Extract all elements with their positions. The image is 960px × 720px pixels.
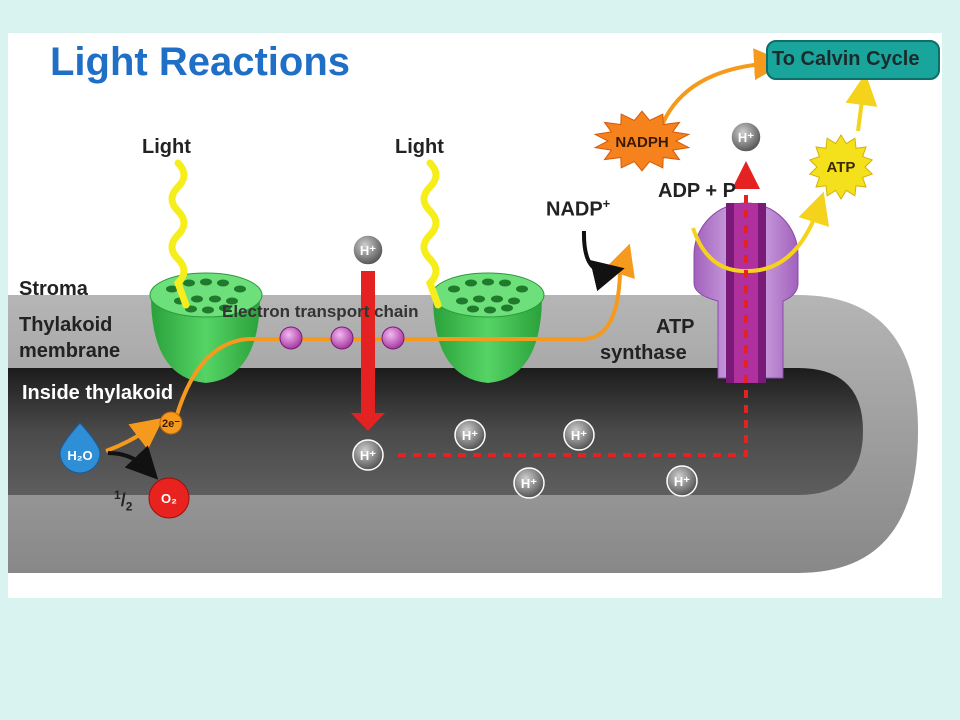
pigment-dot bbox=[191, 295, 203, 303]
proton-label: H⁺ bbox=[571, 428, 587, 443]
water-to-electron-path bbox=[105, 417, 164, 453]
light-label-left: Light bbox=[142, 136, 191, 158]
electron-flow-path bbox=[174, 243, 635, 419]
proton-ball: H⁺ bbox=[513, 467, 545, 499]
pigment-dot bbox=[516, 285, 528, 293]
nadp-text: NADP bbox=[546, 198, 603, 221]
water-to-oxygen-arrow bbox=[107, 445, 159, 480]
proton-label: H⁺ bbox=[738, 130, 754, 145]
atp-synthase-label-2: synthase bbox=[600, 342, 687, 364]
electrons-badge: 2e⁻ bbox=[159, 411, 183, 435]
protons: H⁺ H⁺ H⁺ H⁺ H⁺ H⁺ H⁺ bbox=[352, 121, 762, 499]
proton-label: H⁺ bbox=[462, 428, 478, 443]
thylakoid-membrane-label-1: Thylakoid bbox=[19, 314, 113, 336]
proton-label: H⁺ bbox=[521, 476, 537, 491]
slide: H⁺ H⁺ H⁺ H⁺ H⁺ H⁺ H⁺ NADPH ATP H₂O 2e⁻ O₂ bbox=[8, 33, 942, 598]
pigment-dot bbox=[448, 285, 460, 293]
pigment-dots bbox=[166, 278, 528, 314]
nadph-to-calvin-path bbox=[661, 48, 786, 124]
pigment-dot bbox=[217, 279, 229, 287]
pigment-dot bbox=[219, 304, 231, 312]
proton-ball: H⁺ bbox=[666, 465, 698, 497]
pigment-dot bbox=[508, 297, 520, 305]
thylakoid-membrane-label-2: membrane bbox=[19, 340, 121, 362]
calvin-cycle-box bbox=[766, 40, 940, 80]
oxygen-ball: O₂ bbox=[148, 477, 190, 519]
page-title: Light Reactions bbox=[50, 40, 351, 84]
pigment-dot bbox=[183, 279, 195, 287]
pigment-dot bbox=[456, 297, 468, 305]
atp-label: ATP bbox=[827, 159, 856, 176]
pigment-dot bbox=[482, 278, 494, 286]
nadph-starburst: NADPH bbox=[593, 110, 691, 172]
pigment-dot bbox=[501, 304, 513, 312]
etc-carrier-1 bbox=[279, 326, 303, 350]
pigment-dot bbox=[166, 285, 178, 293]
half-coefficient: 1/2 bbox=[114, 488, 132, 514]
light-ray-left bbox=[168, 159, 190, 309]
nadp-superscript: + bbox=[602, 196, 611, 211]
proton-ball: H⁺ bbox=[352, 439, 384, 471]
electrons-label: 2e⁻ bbox=[162, 418, 180, 430]
pigment-dot bbox=[484, 306, 496, 314]
proton-flow-path bbox=[398, 161, 760, 457]
atp-synthase-label-1: ATP bbox=[656, 316, 695, 338]
light-ray-right bbox=[420, 159, 442, 309]
pigment-dot bbox=[234, 285, 246, 293]
water-drop: H₂O bbox=[59, 422, 101, 474]
proton-label: H⁺ bbox=[360, 243, 376, 258]
light-label-right: Light bbox=[395, 136, 444, 158]
oxygen-label: O₂ bbox=[161, 491, 177, 506]
nadp-plus-label: NADP+ bbox=[546, 196, 611, 221]
water-label: H₂O bbox=[67, 448, 92, 463]
proton-label: H⁺ bbox=[360, 448, 376, 463]
pigment-dot bbox=[226, 297, 238, 305]
adp-p-label: ADP + P bbox=[658, 180, 736, 202]
pigment-dot bbox=[473, 295, 485, 303]
pigment-dot bbox=[202, 306, 214, 314]
half-numerator: 1 bbox=[114, 488, 121, 502]
inside-thylakoid-label: Inside thylakoid bbox=[22, 382, 174, 404]
nadp-arrow bbox=[581, 230, 625, 292]
calvin-cycle-label: To Calvin Cycle bbox=[772, 48, 920, 70]
photosystem-ii bbox=[149, 272, 263, 383]
thylakoid-lumen bbox=[8, 368, 863, 495]
pigment-dot bbox=[491, 295, 503, 303]
proton-ball: H⁺ bbox=[730, 121, 762, 153]
half-denominator: 2 bbox=[125, 499, 133, 514]
proton-label: H⁺ bbox=[674, 474, 690, 489]
atp-starburst: ATP bbox=[808, 134, 874, 200]
pigment-dot bbox=[200, 278, 212, 286]
proton-ball: H⁺ bbox=[454, 419, 486, 451]
electron-transport-chain-label: Electron transport chain bbox=[222, 302, 419, 321]
stroma-label: Stroma bbox=[19, 278, 88, 300]
half-slash: / bbox=[120, 490, 126, 510]
nadph-label: NADPH bbox=[615, 134, 668, 151]
proton-pump-arrow bbox=[351, 271, 385, 431]
adp-to-atp-arc bbox=[691, 191, 830, 274]
pigment-dot bbox=[499, 279, 511, 287]
proton-ball: H⁺ bbox=[563, 419, 595, 451]
light-reactions-diagram: H⁺ H⁺ H⁺ H⁺ H⁺ H⁺ H⁺ NADPH ATP H₂O 2e⁻ O₂ bbox=[8, 48, 918, 573]
proton-ball: H⁺ bbox=[352, 234, 384, 266]
atp-to-calvin-path bbox=[845, 73, 878, 132]
pigment-dot bbox=[467, 305, 479, 313]
pigment-dot bbox=[209, 295, 221, 303]
pigment-dot bbox=[465, 279, 477, 287]
etc-carrier-3 bbox=[381, 326, 405, 350]
etc-carrier-2 bbox=[330, 326, 354, 350]
